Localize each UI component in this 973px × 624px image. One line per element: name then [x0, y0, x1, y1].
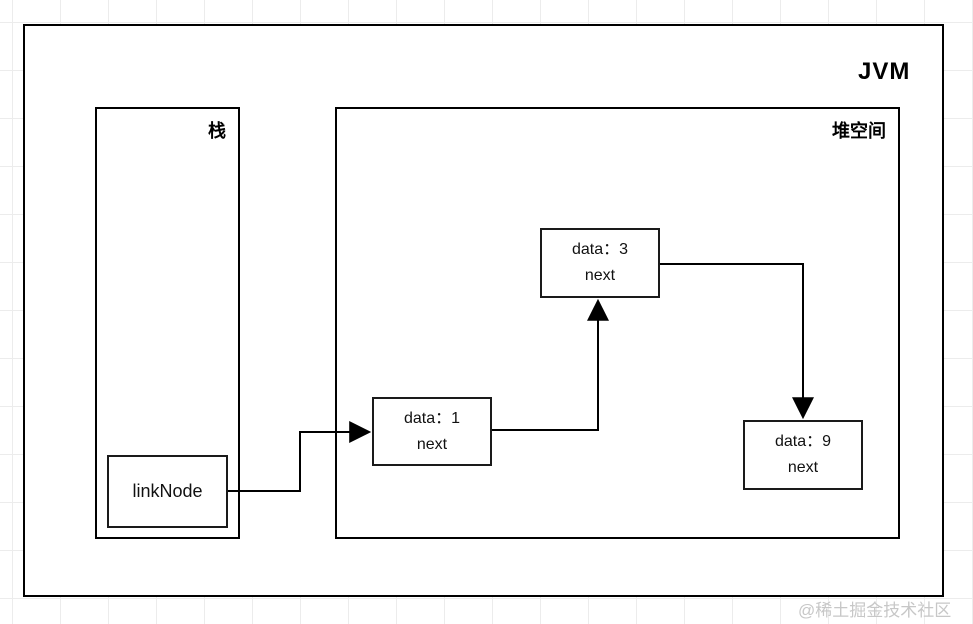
linknode-label: linkNode	[132, 481, 203, 501]
linknode-box: linkNode	[107, 455, 228, 528]
node-9-next-label: next	[787, 459, 819, 476]
heap-node-1: data：1 next	[372, 397, 492, 466]
stack-region-label: 栈	[208, 121, 226, 141]
heap-node-9: data：9 next	[743, 420, 863, 490]
node-3-data-label: data：3	[571, 241, 629, 258]
node-1-next-label: next	[416, 435, 448, 453]
jvm-label: JVM	[858, 58, 911, 85]
node-9-data-label: data：9	[774, 433, 832, 450]
watermark-text: @稀土掘金技术社区	[798, 601, 952, 620]
heap-node-3: data：3 next	[540, 228, 660, 298]
heap-region-label: 堆空间	[832, 121, 886, 141]
node-3-next-label: next	[584, 267, 616, 284]
node-1-data-label: data：1	[403, 409, 461, 427]
